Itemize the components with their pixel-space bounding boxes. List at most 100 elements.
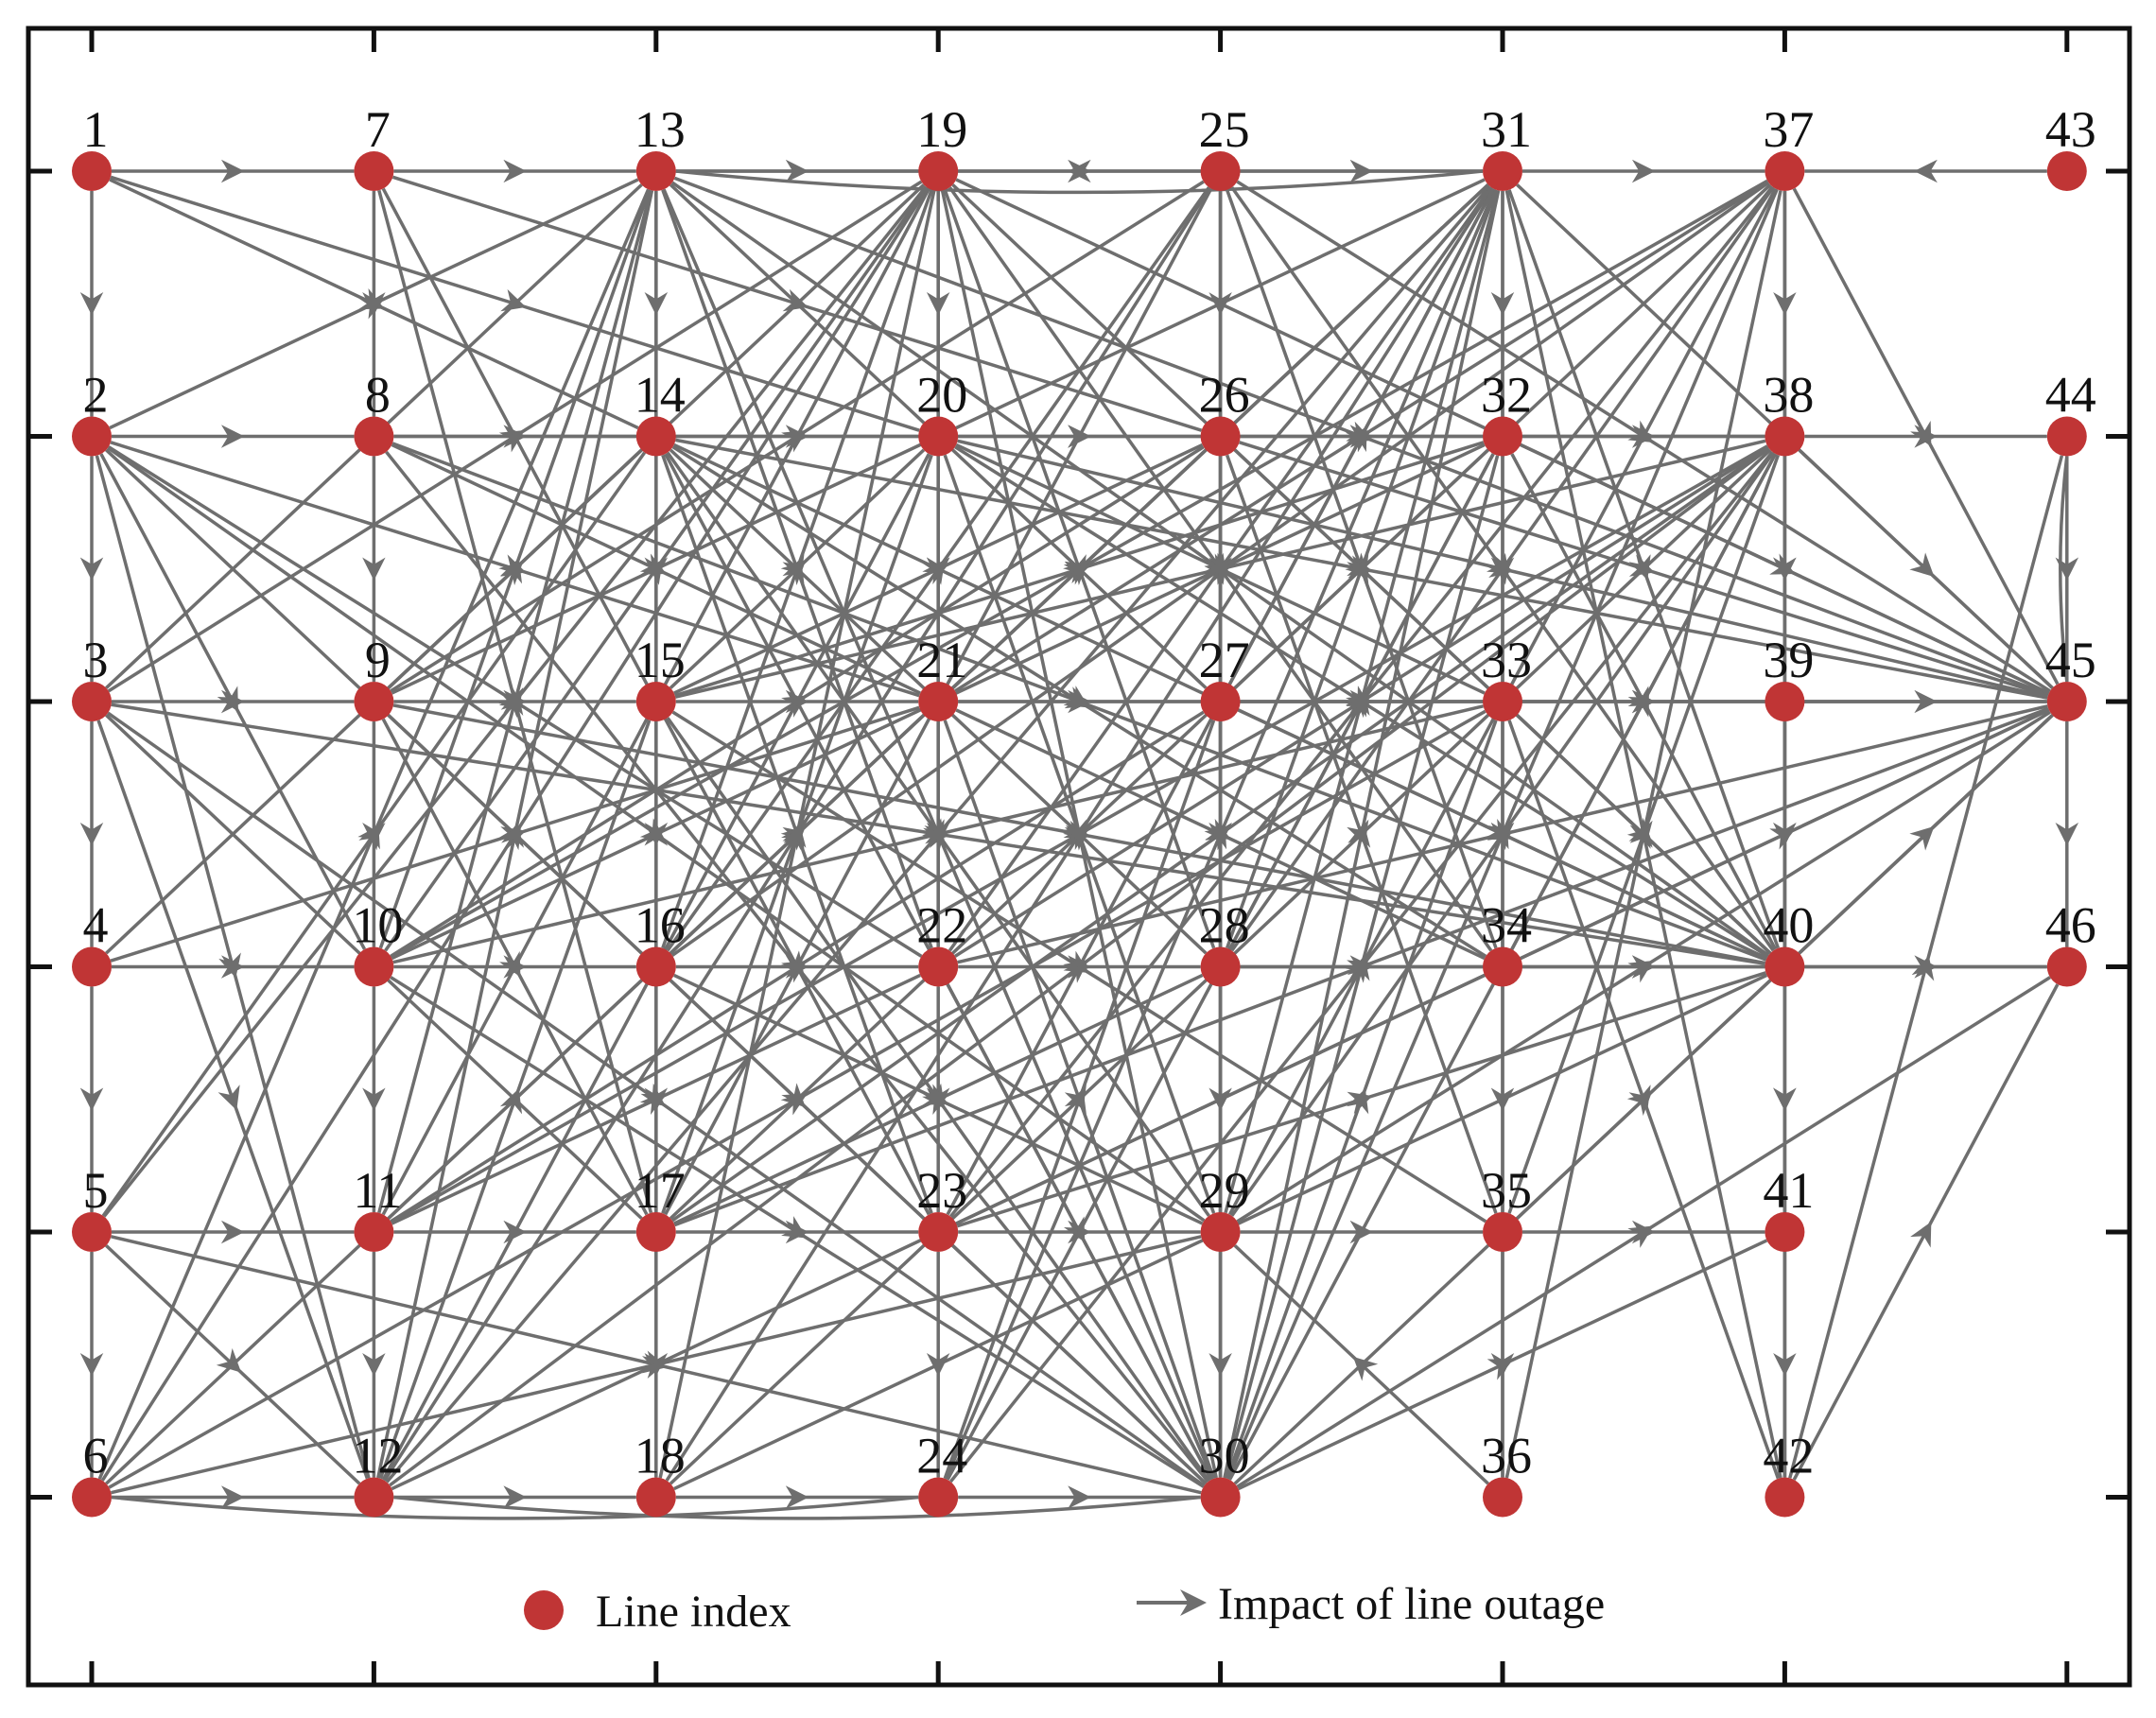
impact-edge-17-28 [673, 973, 1204, 1225]
line-node-label-37: 37 [1763, 101, 1814, 158]
line-node-10 [354, 946, 394, 987]
line-node-21 [918, 682, 959, 721]
line-node-20 [918, 416, 959, 457]
line-node-label-5: 5 [83, 1162, 109, 1219]
line-node-44 [2046, 416, 2087, 457]
impact-edge-18-19 [658, 190, 936, 1479]
legend: Line index Impact of line outage [524, 1579, 1605, 1637]
impact-edge-36-29 [1233, 1244, 1489, 1485]
line-node-label-18: 18 [635, 1428, 686, 1484]
line-node-label-3: 3 [83, 632, 109, 688]
line-node-label-10: 10 [352, 897, 403, 954]
line-node-label-41: 41 [1763, 1162, 1814, 1219]
line-node-4 [72, 946, 112, 987]
line-node-45 [2046, 682, 2087, 721]
impact-edge-12-30 [393, 1495, 1201, 1520]
impact-edge-16-19 [661, 189, 933, 949]
line-node-6 [72, 1477, 112, 1518]
line-node-label-23: 23 [916, 1162, 967, 1219]
line-node-40 [1765, 946, 1805, 987]
line-node-5 [72, 1212, 112, 1252]
line-node-15 [635, 682, 676, 721]
impact-edge-2-12 [95, 455, 371, 1479]
impact-edge-12-15 [378, 720, 652, 1480]
line-node-1 [72, 151, 112, 191]
line-node-label-36: 36 [1481, 1428, 1532, 1484]
legend-edge-label: Impact of line outage [1218, 1579, 1605, 1629]
line-node-label-13: 13 [635, 101, 686, 158]
line-node-30 [1200, 1477, 1241, 1518]
nodes-layer: 1234567891011121314151617181920212223242… [72, 101, 2096, 1518]
line-node-41 [1765, 1212, 1805, 1252]
line-node-38 [1765, 416, 1805, 457]
line-node-label-21: 21 [916, 632, 967, 688]
impact-edge-13-31 [675, 169, 1484, 195]
line-node-37 [1765, 151, 1805, 191]
plot-frame [26, 26, 2132, 1688]
line-node-19 [918, 151, 959, 191]
line-node-31 [1483, 151, 1522, 191]
line-node-label-38: 38 [1763, 367, 1814, 424]
line-node-label-14: 14 [635, 367, 686, 424]
line-node-label-28: 28 [1199, 897, 1250, 954]
line-node-label-6: 6 [83, 1428, 109, 1484]
impact-edge-31-40 [1507, 189, 1781, 949]
line-node-36 [1483, 1477, 1522, 1518]
impact-edge-29-31 [1224, 189, 1500, 1214]
line-node-42 [1765, 1477, 1805, 1518]
line-node-label-9: 9 [365, 632, 391, 688]
line-node-label-20: 20 [916, 367, 967, 424]
line-node-label-31: 31 [1481, 101, 1532, 158]
impact-edge-30-32 [1224, 455, 1500, 1479]
line-node-27 [1200, 682, 1241, 721]
line-node-label-46: 46 [2045, 897, 2096, 954]
line-node-16 [635, 946, 676, 987]
line-node-label-8: 8 [365, 367, 391, 424]
line-node-label-16: 16 [635, 897, 686, 954]
line-node-label-12: 12 [352, 1428, 403, 1484]
impact-edge-40-45 [1798, 714, 2054, 955]
line-node-35 [1483, 1212, 1522, 1252]
impact-edge-6-13 [97, 188, 651, 1480]
line-node-label-11: 11 [353, 1162, 402, 1219]
line-node-17 [635, 1212, 676, 1252]
line-node-14 [635, 416, 676, 457]
line-node-18 [635, 1477, 676, 1518]
impact-edge-24-27 [943, 720, 1216, 1480]
legend-node-label: Line index [596, 1587, 791, 1637]
line-node-label-4: 4 [83, 897, 109, 954]
line-node-13 [635, 151, 676, 191]
line-node-7 [354, 151, 394, 191]
axis-ticks [28, 28, 2130, 1685]
line-node-28 [1200, 946, 1241, 987]
impact-edge-12-13 [376, 190, 654, 1479]
impact-edge-10-30 [390, 976, 1205, 1488]
line-node-8 [354, 416, 394, 457]
line-node-46 [2046, 946, 2087, 987]
impact-edge-28-31 [1225, 189, 1498, 949]
impact-edge-42-46 [1792, 983, 2060, 1481]
line-node-label-32: 32 [1481, 367, 1532, 424]
impact-edge-30-31 [1223, 190, 1501, 1479]
line-node-label-40: 40 [1763, 897, 1814, 954]
impact-edge-20-29 [943, 454, 1216, 1214]
impact-edge-11-13 [377, 189, 653, 1214]
line-node-label-35: 35 [1481, 1162, 1532, 1219]
line-node-label-7: 7 [365, 101, 391, 158]
line-node-label-43: 43 [2045, 101, 2096, 158]
line-node-12 [354, 1477, 394, 1518]
impact-edge-27-31 [1227, 187, 1495, 685]
line-node-label-29: 29 [1199, 1162, 1250, 1219]
line-node-label-17: 17 [635, 1162, 686, 1219]
impact-edge-3-12 [96, 720, 370, 1480]
line-node-43 [2046, 151, 2087, 191]
line-node-label-34: 34 [1481, 897, 1532, 954]
line-node-32 [1483, 416, 1522, 457]
line-node-29 [1200, 1212, 1241, 1252]
line-node-34 [1483, 946, 1522, 987]
line-node-label-27: 27 [1199, 632, 1250, 688]
line-node-22 [918, 946, 959, 987]
impact-edge-44-45 [2059, 456, 2069, 683]
